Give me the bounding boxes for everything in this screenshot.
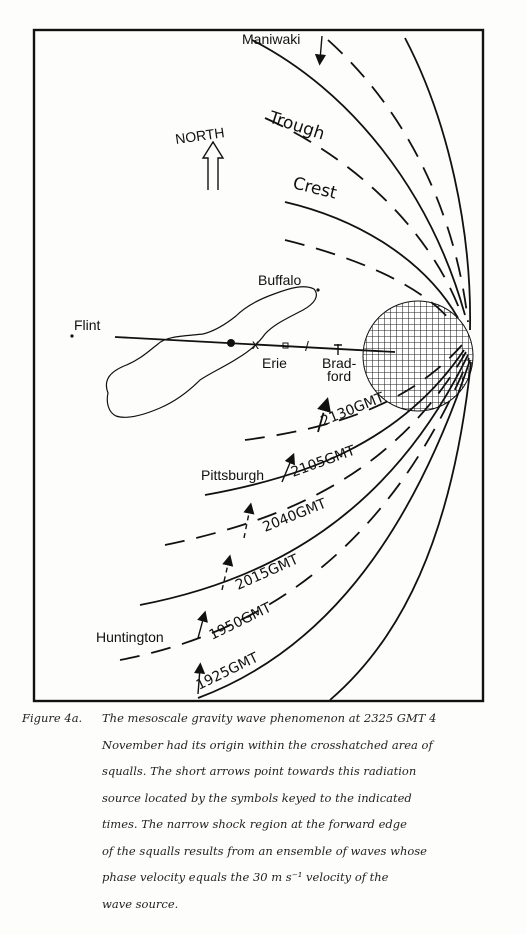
symbol-2040: / — [305, 338, 309, 354]
time-2015-label: 2015GMT — [233, 552, 301, 594]
caption-line: The mesoscale gravity wave phenomenon at… — [102, 711, 437, 725]
north-arrow — [201, 140, 225, 190]
caption-line: November had its origin within the cross… — [102, 737, 433, 752]
arrow-2105 — [281, 452, 296, 483]
caption-line: times. The narrow shock region at the fo… — [102, 817, 407, 831]
caption-line: squalls. The short arrows point towards … — [102, 764, 417, 778]
symbol-2105 — [334, 344, 342, 355]
wave-front-trough — [264, 117, 463, 317]
arrow-2015 — [221, 554, 234, 591]
wave-front-north-1 — [404, 37, 471, 331]
arrow-1950 — [197, 610, 208, 639]
time-1950-label: 1950GMT — [207, 600, 275, 644]
arrow-2130 — [317, 397, 331, 433]
wave-front-2130 — [244, 344, 463, 441]
symbol-2015 — [282, 342, 289, 349]
wave-front-north-2 — [327, 39, 469, 323]
caption-line: wave source. — [102, 896, 179, 911]
symbol-1925 — [227, 339, 235, 347]
time-2105-label: 2105GMT — [289, 443, 358, 481]
source-track-line — [114, 336, 396, 353]
buffalo-marker — [316, 288, 320, 292]
crest-label: Crest — [291, 173, 339, 203]
bradford-label-bottom: ford — [327, 368, 351, 384]
bradford-label-top: Brad- — [322, 355, 357, 371]
wave-front-2105 — [204, 349, 465, 496]
lake-erie-outline — [105, 286, 317, 418]
erie-label: Erie — [262, 355, 287, 371]
wave-front-2015 — [139, 354, 469, 606]
map-frame — [32, 28, 485, 703]
arrow-1925 — [193, 662, 206, 695]
wave-front-2040 — [164, 351, 467, 546]
caption-line: source located by the symbols keyed to t… — [102, 790, 412, 805]
arrow-2040 — [243, 502, 255, 539]
figure-caption: Figure 4a. The mesoscale gravity wave ph… — [22, 705, 512, 917]
time-1925-label: 1925GMT — [194, 650, 262, 694]
flint-label: Flint — [74, 317, 101, 333]
pittsburgh-label: Pittsburgh — [201, 467, 264, 483]
wave-front-north-3 — [251, 39, 466, 316]
figure-caption-tag: Figure 4a. — [22, 711, 83, 725]
caption-line: phase velocity equals the 30 m s⁻¹ veloc… — [102, 870, 389, 884]
wave-front-crest — [284, 201, 459, 319]
buffalo-label: Buffalo — [258, 272, 302, 288]
symbol-1950: x — [252, 336, 259, 352]
maniwaki-arrow — [314, 35, 327, 66]
caption-line: of the squalls results from an ensemble … — [102, 843, 427, 858]
time-2130-label: 2130GMT — [319, 390, 388, 430]
trough-label: Trough — [266, 107, 328, 144]
flint-marker — [70, 334, 74, 338]
north-label: NORTH — [174, 124, 225, 147]
huntington-label: Huntington — [96, 629, 164, 645]
wave-front-north-6 — [284, 239, 451, 321]
maniwaki-label: Maniwaki — [242, 31, 300, 47]
wave-front-outer — [329, 361, 472, 701]
wave-front-1950 — [119, 357, 470, 661]
wave-front-1925 — [197, 359, 471, 699]
